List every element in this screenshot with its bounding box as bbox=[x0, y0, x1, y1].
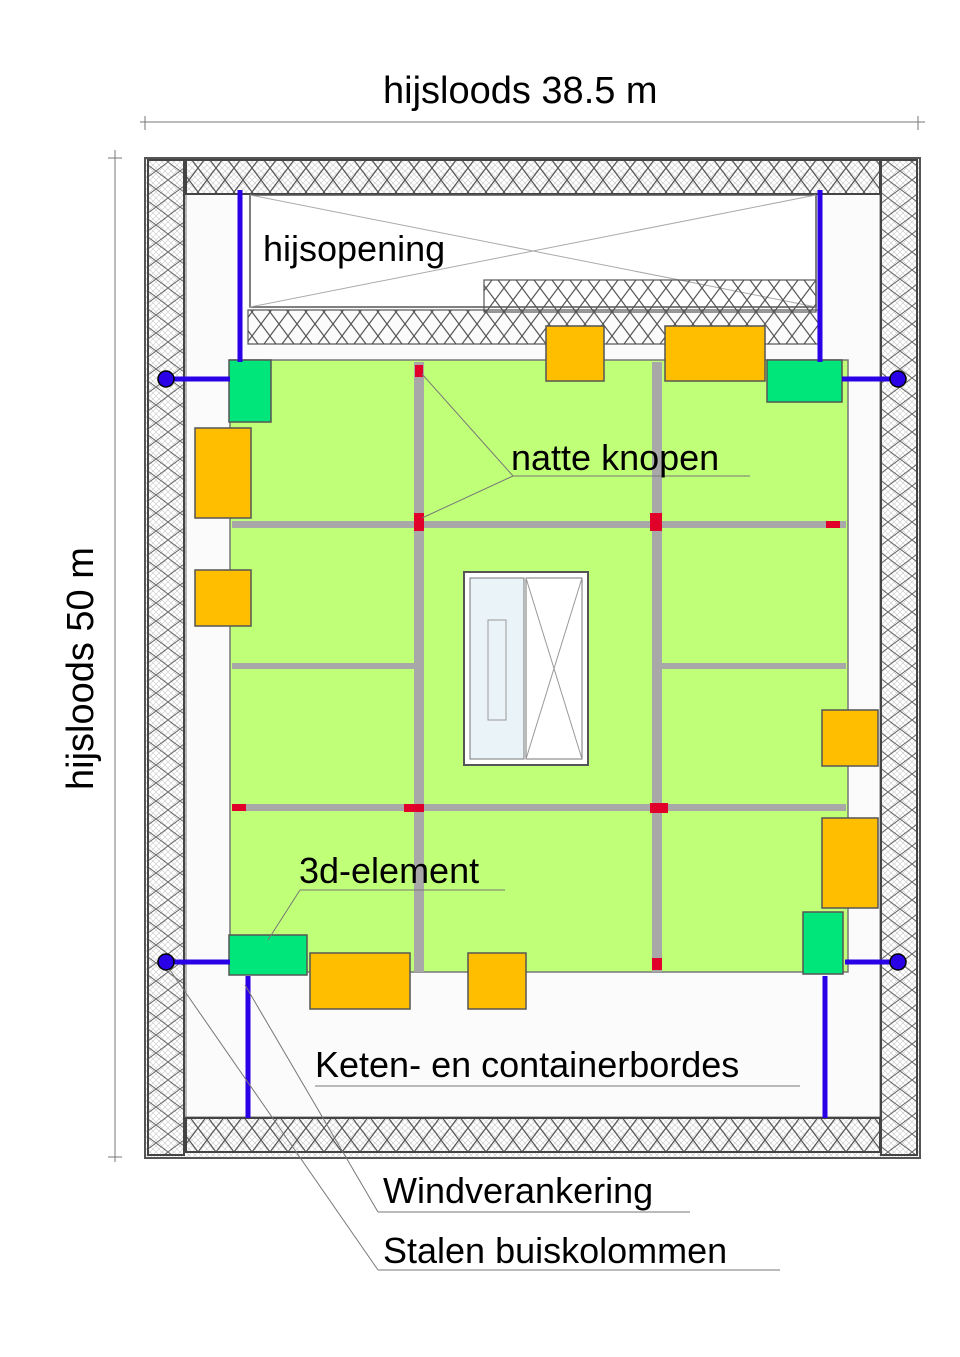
width-dimension-label: hijsloods 38.5 m bbox=[383, 70, 658, 112]
steel-columns-label: Stalen buiskolommen bbox=[383, 1230, 728, 1271]
wet-nodes-label: natte knopen bbox=[511, 437, 720, 478]
wind-anchoring-label: Windverankering bbox=[383, 1170, 654, 1211]
dimension-lines bbox=[108, 116, 925, 1162]
hoist-opening-label: hijsopening bbox=[263, 228, 446, 269]
beam-grid bbox=[232, 362, 846, 972]
wet-nodes bbox=[232, 365, 840, 970]
leader-lines bbox=[169, 373, 800, 1271]
platforms-label: Keten- en containerbordes bbox=[315, 1044, 740, 1085]
hoist-opening-area bbox=[247, 194, 819, 345]
containers bbox=[194, 325, 879, 1010]
stair-core bbox=[463, 571, 589, 766]
height-dimension-label: hijsloods 50 m bbox=[60, 547, 102, 790]
elements-3d bbox=[228, 359, 844, 976]
element-3d-label: 3d-element bbox=[299, 850, 480, 891]
steel-columns bbox=[157, 370, 907, 971]
wind-anchoring bbox=[166, 190, 898, 1118]
